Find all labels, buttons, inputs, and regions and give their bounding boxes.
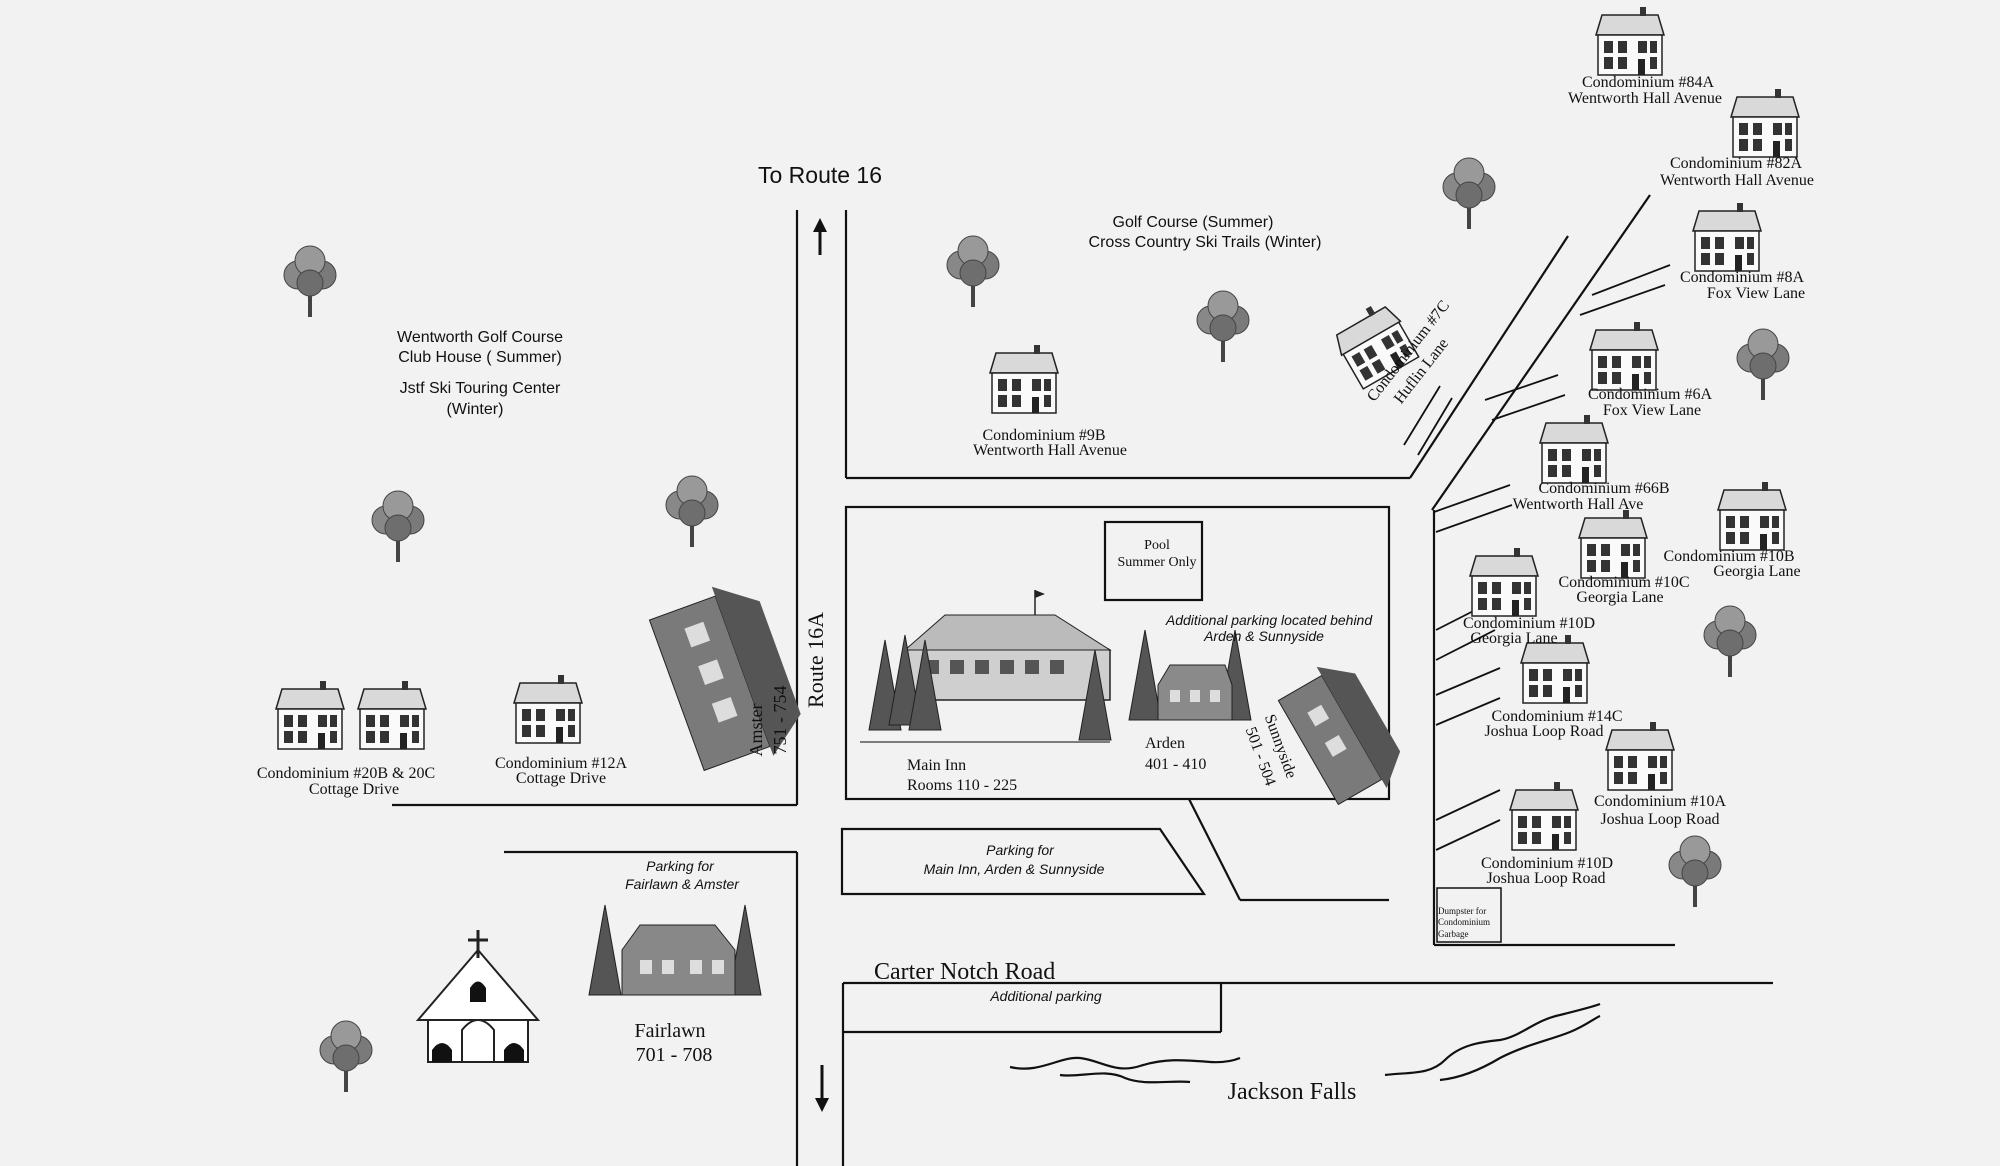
- amster-rooms-label: 751 - 754: [770, 686, 790, 755]
- clubhouse-line-2: Club House ( Summer): [398, 349, 562, 366]
- parking-fairlawn-line-2: Fairlawn & Amster: [625, 876, 740, 892]
- condo-8a-street: Fox View Lane: [1707, 285, 1805, 302]
- condo-10c-name: Condominium #10C: [1558, 574, 1689, 591]
- clubhouse-line-1: Wentworth Golf Course: [397, 329, 563, 346]
- main-inn-label: Main Inn: [907, 757, 966, 774]
- condo-14c-street: Joshua Loop Road: [1484, 723, 1603, 740]
- clubhouse-line-4: (Winter): [447, 401, 504, 418]
- pool-label-1: Pool: [1144, 538, 1170, 553]
- arden-rooms-label: 401 - 410: [1145, 756, 1206, 773]
- south-arrow-icon: [815, 1065, 829, 1112]
- parking-main-line-2: Main Inn, Arden & Sunnyside: [924, 861, 1105, 877]
- road-network: [392, 194, 1773, 1166]
- condo-10a-street: Joshua Loop Road: [1600, 811, 1719, 828]
- condo-6a-street: Fox View Lane: [1603, 402, 1701, 419]
- fairlawn-label: Fairlawn: [634, 1020, 705, 1042]
- condo-10b-street: Georgia Lane: [1713, 563, 1800, 580]
- condo-10b-name: Condominium #10B: [1663, 548, 1794, 565]
- condo-14c-name: Condominium #14C: [1491, 708, 1622, 725]
- condo-labels: Condominium #84A Wentworth Hall Avenue C…: [257, 74, 1814, 887]
- dumpster-label-3: Garbage: [1438, 929, 1468, 939]
- condo-82a-name: Condominium #82A: [1670, 155, 1802, 172]
- sunnyside-building-icon: [1277, 666, 1401, 806]
- jackson-falls-label: Jackson Falls: [1228, 1079, 1357, 1105]
- condo-10d-georgia-name: Condominium #10D: [1463, 615, 1595, 632]
- condo-10d-joshua-street: Joshua Loop Road: [1486, 870, 1605, 887]
- condo-9b-name: Condominium #9B: [982, 427, 1105, 444]
- condo-9b-street: Wentworth Hall Avenue: [973, 442, 1127, 459]
- additional-parking-label: Additional parking: [989, 988, 1102, 1004]
- fairlawn-rooms-label: 701 - 708: [636, 1044, 713, 1066]
- arden-label: Arden: [1145, 735, 1185, 752]
- condo-84a-name: Condominium #84A: [1582, 74, 1714, 91]
- arden-building-icon: [1128, 629, 1252, 721]
- condo-6a-name: Condominium #6A: [1588, 386, 1712, 403]
- clubhouse-line-3: Jstf Ski Touring Center: [400, 380, 561, 397]
- golf-course-line-1: Golf Course (Summer): [1113, 214, 1274, 231]
- main-inn-building-icon: [860, 590, 1112, 743]
- condo-66b-name: Condominium #66B: [1538, 480, 1669, 497]
- condo-82a-street: Wentworth Hall Avenue: [1660, 172, 1814, 189]
- amster-label: Amster: [746, 704, 766, 757]
- parking-main-line-1: Parking for: [986, 842, 1055, 858]
- dumpster-box: [1436, 887, 1502, 943]
- golf-course-line-2: Cross Country Ski Trails (Winter): [1089, 234, 1322, 251]
- condo-10d-georgia-street: Georgia Lane: [1470, 630, 1557, 647]
- condo-66b-street: Wentworth Hall Ave: [1513, 496, 1644, 513]
- condo-10a-name: Condominium #10A: [1594, 793, 1726, 810]
- condo-10d-joshua-name: Condominium #10D: [1481, 855, 1613, 872]
- condo-84a-street: Wentworth Hall Avenue: [1568, 90, 1722, 107]
- fairlawn-building-icon: [588, 904, 762, 996]
- condo-12a-name: Condominium #12A: [495, 755, 627, 772]
- condo-8a-name: Condominium #8A: [1680, 269, 1804, 286]
- pool-label-2: Summer Only: [1118, 555, 1197, 570]
- condo-20b-street: Cottage Drive: [309, 781, 399, 798]
- dumpster-label-2: Condominium: [1438, 917, 1490, 927]
- dumpster-label-1: Dumpster for: [1438, 906, 1486, 916]
- amster-building-icon: [648, 586, 801, 772]
- route-top-label: To Route 16: [758, 162, 882, 188]
- church-icon: [415, 930, 541, 1063]
- parking-fairlawn-line-1: Parking for: [646, 858, 715, 874]
- main-inn-rooms-label: Rooms 110 - 225: [907, 777, 1017, 794]
- condo-20b-name: Condominium #20B & 20C: [257, 765, 435, 782]
- condo-12a-street: Cottage Drive: [516, 770, 606, 787]
- route-16a-label: Route 16A: [803, 612, 828, 708]
- north-arrow-icon: [813, 218, 827, 255]
- condo-10c-street: Georgia Lane: [1576, 589, 1663, 606]
- parking-behind-line-2: Arden & Sunnyside: [1203, 628, 1324, 644]
- carter-notch-label: Carter Notch Road: [874, 959, 1055, 985]
- parking-behind-line-1: Additional parking located behind: [1165, 612, 1373, 628]
